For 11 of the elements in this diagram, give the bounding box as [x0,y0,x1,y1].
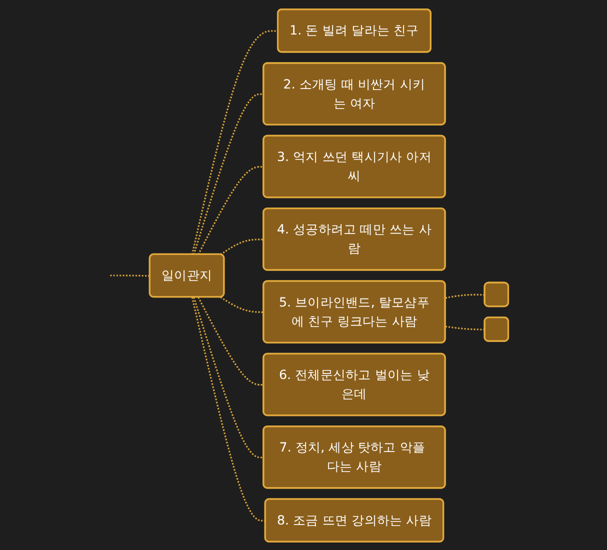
connector [220,238,264,255]
connector [220,296,264,312]
connector [446,325,486,330]
connector [193,296,264,458]
connector [198,296,264,386]
connector [193,92,264,254]
connector [192,30,278,254]
connector [446,293,486,298]
connector [192,296,266,522]
connector [198,166,264,254]
connector [110,274,150,276]
